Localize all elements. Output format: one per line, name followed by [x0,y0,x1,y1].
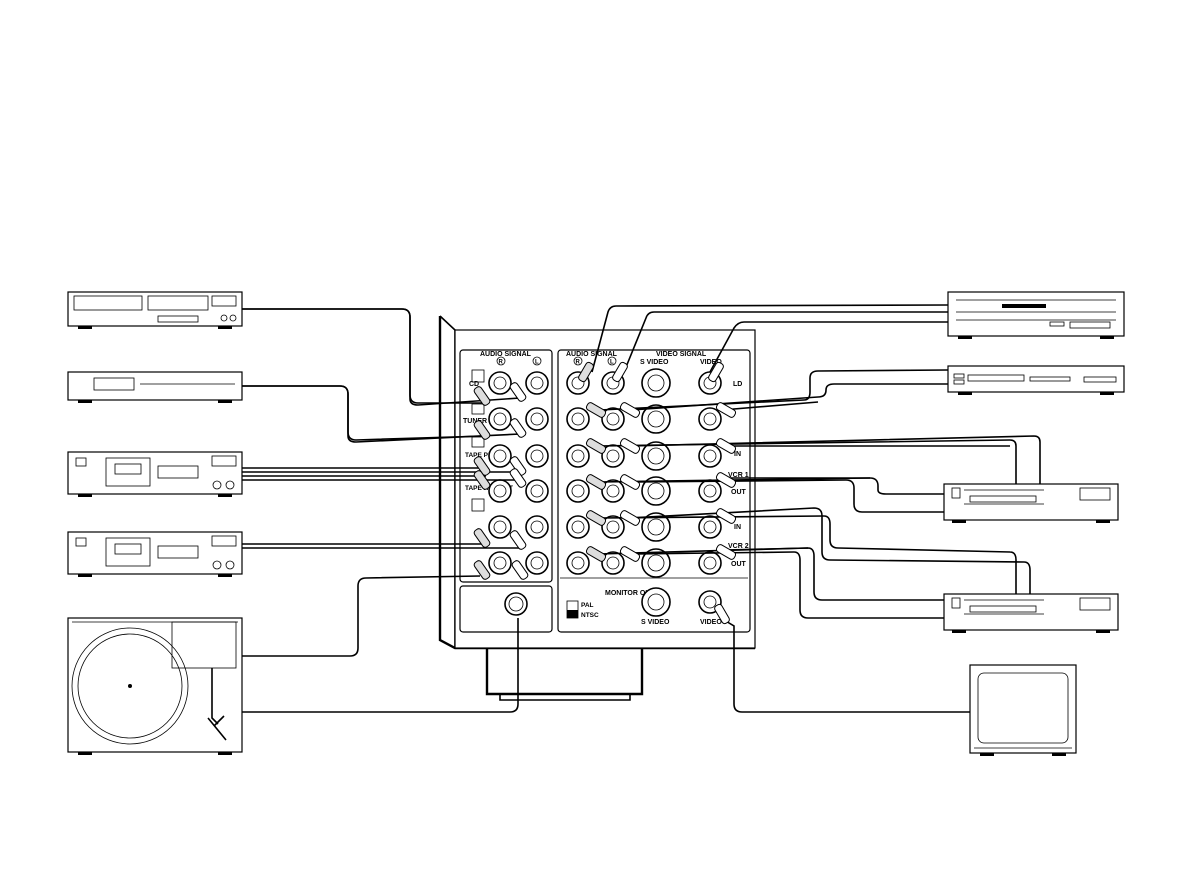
audio-signal-panel: AUDIO SIGNAL R L CD TUNER TAPE PB TAPE R… [459,349,553,633]
tuner-label: TUNER [463,418,487,425]
tuner [67,371,243,403]
video-col-label: VIDEO [700,359,722,366]
bottom-svideo-label: S VIDEO [641,619,670,626]
cd-player [67,291,243,329]
vcr-1 [943,483,1119,523]
tape-deck-2 [67,531,243,577]
audio-jacks [488,371,549,575]
vcr1-out-label: OUT [731,489,747,496]
ntsc-label: NTSC [581,612,599,619]
ld-label: LD [733,381,742,388]
av-jack-grid [566,368,722,617]
vcr1-label: VCR 1 [728,472,749,479]
turntable [67,617,243,755]
audio-signal-header: AUDIO SIGNAL [480,351,532,358]
bottom-video-label: VIDEO [700,619,722,626]
monitor-tv [969,664,1077,756]
av-l-mark: L [610,360,614,366]
ground-terminal [504,592,528,616]
pal-label: PAL [581,602,594,609]
av-r-mark: R [576,360,581,366]
vcr1-in-label: IN [734,451,741,458]
vcr2-in-label: IN [734,524,741,531]
cd-label: CD [469,381,479,388]
audio-l-mark: L [535,360,539,366]
cables [242,304,1041,713]
tape-pb-label: TAPE PB [465,452,493,459]
video-signal-header: VIDEO SIGNAL [656,351,707,358]
audio-r-mark: R [499,360,504,366]
vcr2-out-label: OUT [731,561,747,568]
vcr-2 [943,593,1119,633]
vcr2-label: VCR 2 [728,543,749,550]
ld-player [947,291,1125,339]
tv-tuner [947,365,1125,395]
monitor-out-label: MONITOR OUT [605,590,655,597]
plugs [473,361,737,625]
svideo-col-label: S VIDEO [640,359,669,366]
av-audio-header: AUDIO SIGNAL [566,351,618,358]
tape-deck-1 [67,451,243,497]
